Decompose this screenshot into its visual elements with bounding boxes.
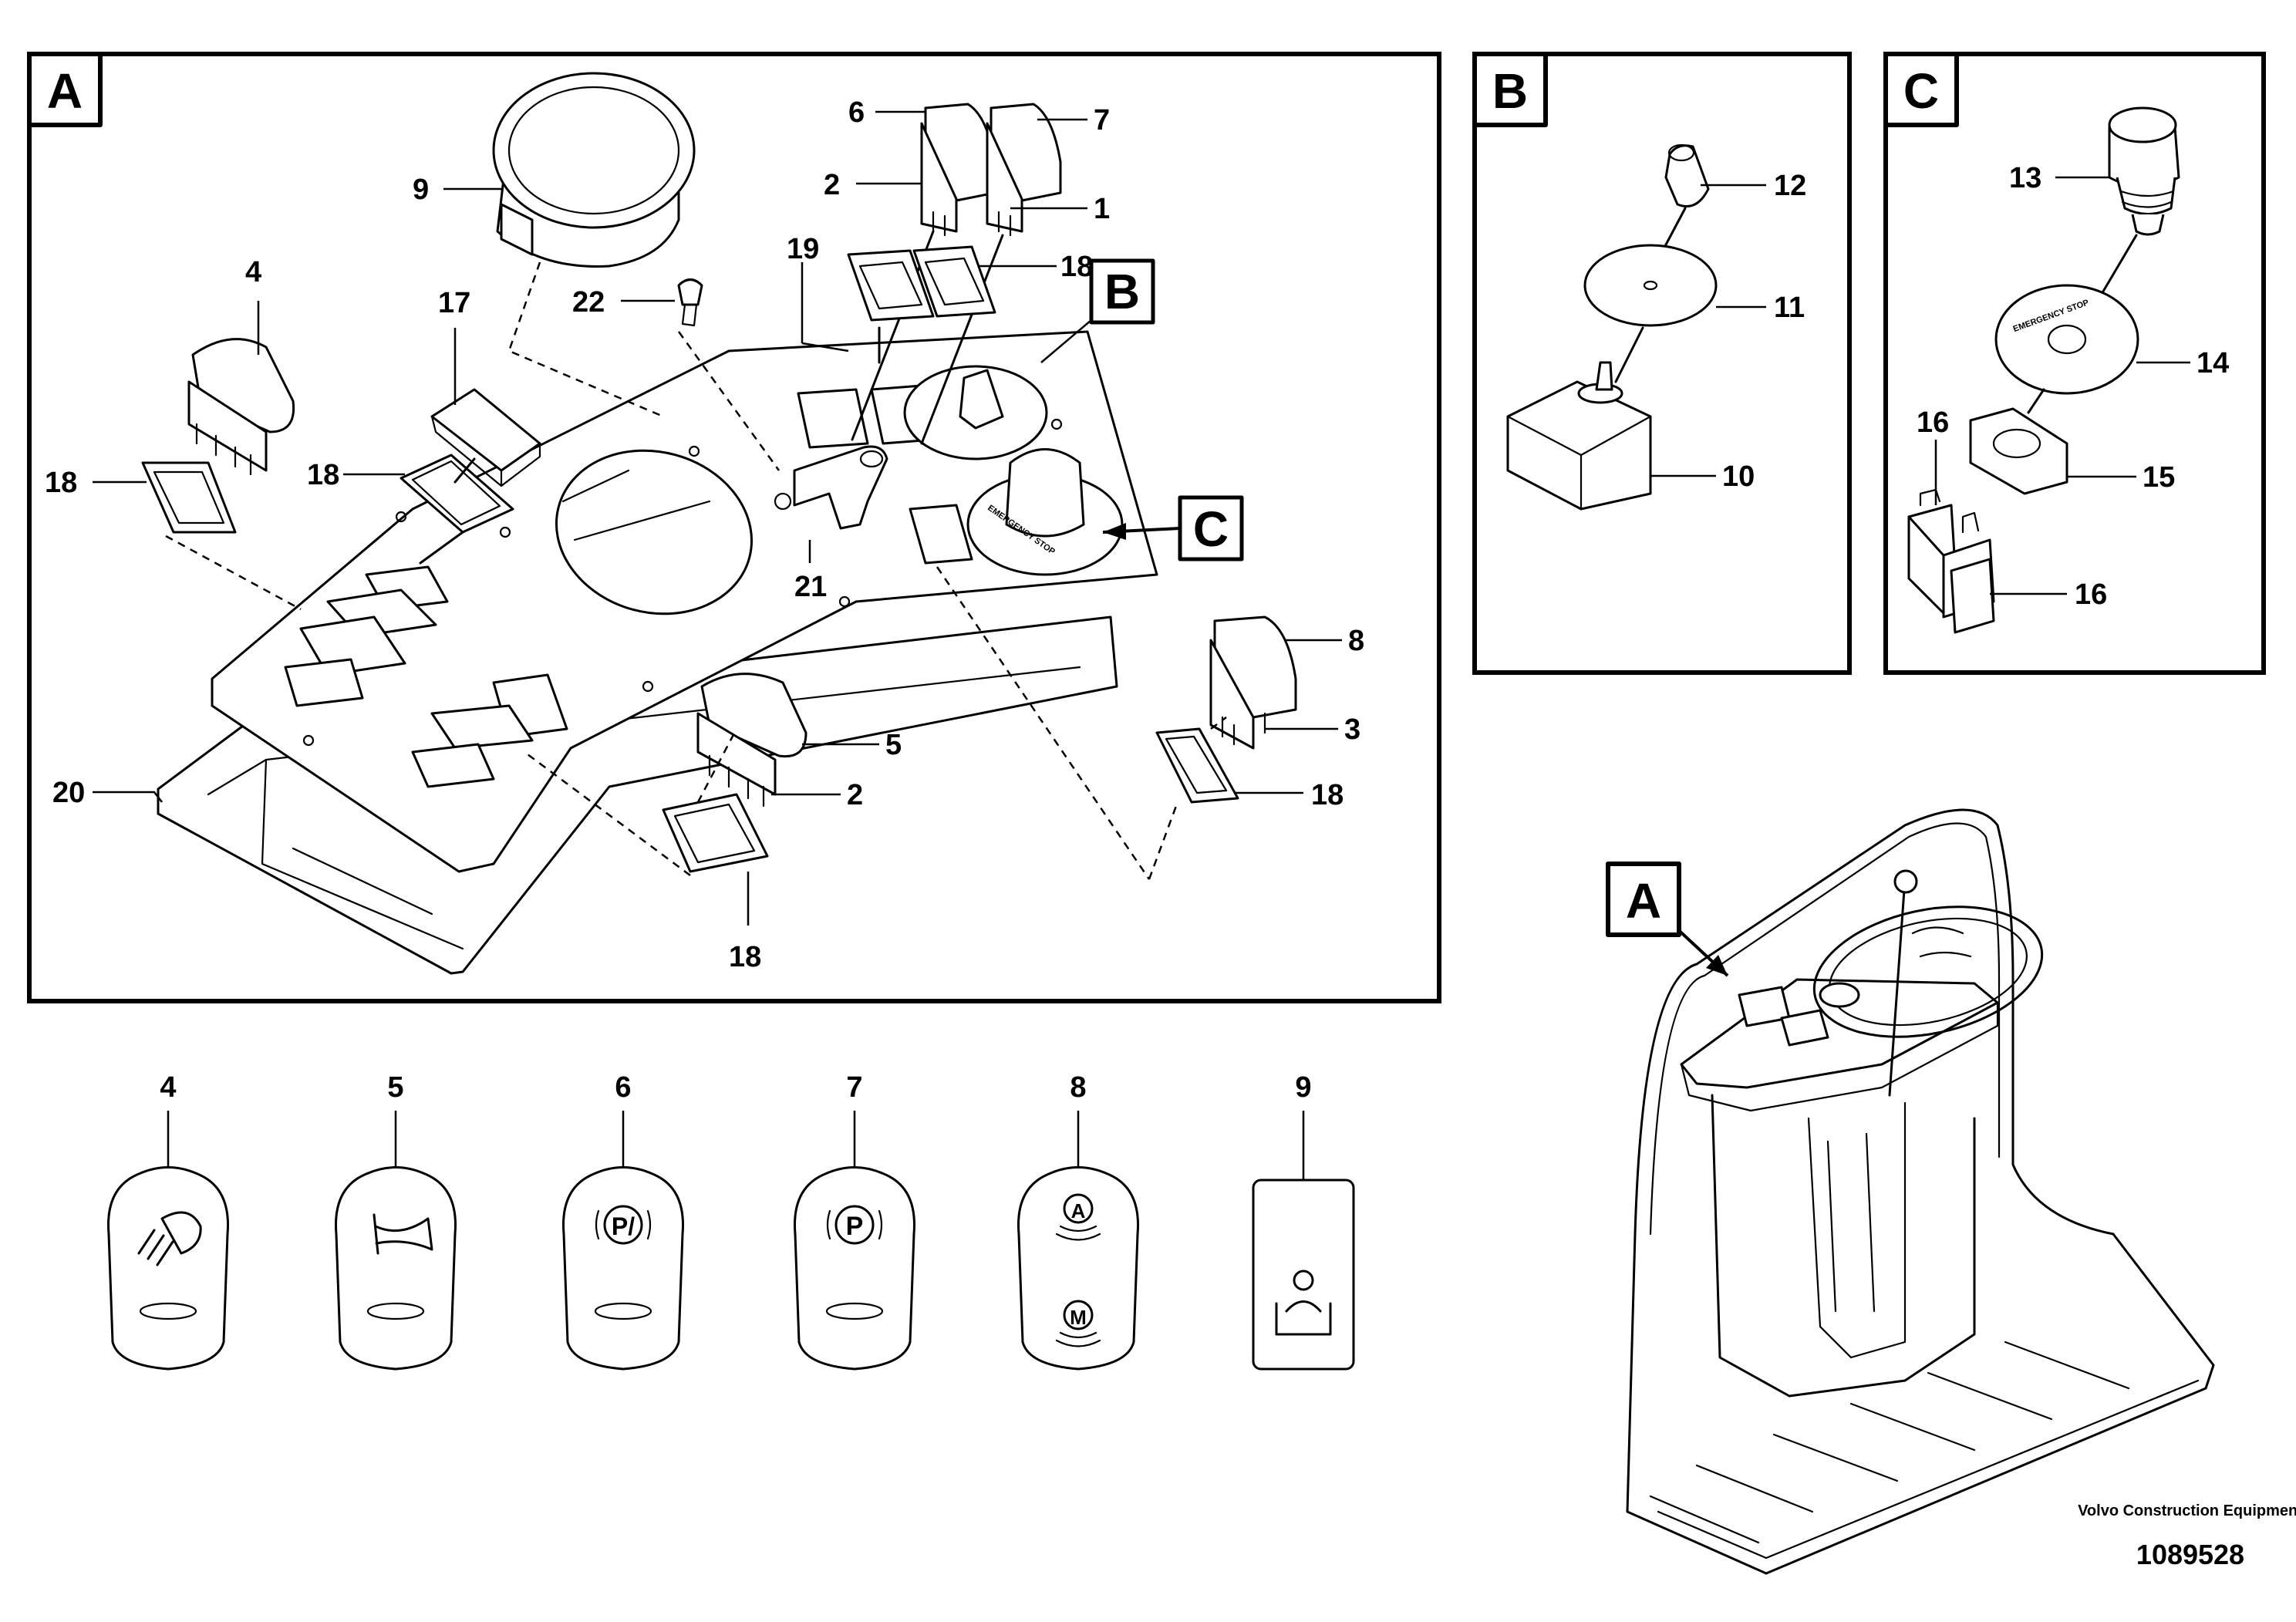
callout-1: 1: [1094, 193, 1110, 225]
view-b-frame: B: [1472, 52, 1852, 675]
symbols-row: 4 5 6 P/ 7 P: [106, 1071, 1355, 1371]
rocker-5: [334, 1166, 457, 1371]
gasket-18-top: [847, 245, 996, 322]
parking-brake-release-icon: P/: [595, 1205, 652, 1245]
overview-label-a: A: [1626, 873, 1661, 929]
callouts-view-c: 13 14 15 16 16: [1917, 162, 2229, 611]
horn-icon: [373, 1213, 433, 1255]
document-number: 1089528: [2136, 1539, 2244, 1570]
part-12-knob: [1664, 143, 1710, 207]
callout-4: 4: [245, 256, 261, 288]
callout-2-top: 2: [824, 169, 840, 201]
callout-21: 21: [794, 571, 827, 603]
callout-18-right: 18: [1311, 779, 1344, 811]
callout-7: 7: [1094, 104, 1110, 137]
part-11-plate: [1583, 244, 1718, 327]
symbol-number-9: 9: [1295, 1071, 1311, 1104]
part-21-bracket: [774, 445, 888, 530]
symbol-number-8: 8: [1070, 1071, 1086, 1104]
part-9-gauge: [492, 72, 696, 268]
callout-15: 15: [2143, 461, 2175, 494]
part-15-holder: [1969, 407, 2068, 495]
switch-5: [696, 673, 807, 808]
callout-18-left: 18: [45, 467, 77, 499]
callout-20: 20: [52, 777, 85, 809]
callout-17: 17: [438, 287, 470, 319]
gasket-18-right: [1155, 727, 1239, 804]
gasket-18-mid: [400, 454, 514, 534]
view-label-a: A: [47, 63, 83, 119]
auto-glyph: A: [1071, 1199, 1086, 1222]
company-name: Volvo Construction Equipment: [2078, 1502, 2296, 1519]
symbol-number-6: 6: [615, 1071, 631, 1104]
rocker-4: [106, 1166, 230, 1371]
brake-release-glyph: P/: [612, 1212, 635, 1240]
callout-16-lower: 16: [2075, 578, 2107, 611]
part-14-label-plate: EMERGENCY STOP: [1994, 284, 2139, 395]
switch-6-7-assembly: [920, 103, 1062, 237]
view-c-frame: C: [1883, 52, 2266, 675]
callout-8: 8: [1348, 625, 1364, 657]
rocker-8: [1017, 1166, 1140, 1371]
switch-4: [187, 338, 295, 476]
symbol-number-4: 4: [160, 1071, 176, 1104]
callout-12: 12: [1774, 170, 1806, 202]
symbol-number-7: 7: [846, 1071, 862, 1104]
callout-11: 11: [1774, 292, 1805, 324]
callout-18-mid: 18: [307, 459, 339, 491]
park-glyph: P: [846, 1212, 864, 1241]
switch-8: [1209, 615, 1297, 750]
auto-manual-icon: A M: [1055, 1193, 1101, 1347]
callout-6: 6: [848, 96, 865, 129]
callout-2-bottom: 2: [847, 779, 863, 811]
view-a-frame: A: [27, 52, 1441, 1003]
callout-5: 5: [885, 729, 902, 761]
manual-glyph: M: [1070, 1306, 1087, 1329]
part-17: [430, 388, 541, 487]
callout-3: 3: [1344, 713, 1360, 746]
callout-14: 14: [2197, 347, 2229, 379]
symbol-number-5: 5: [387, 1071, 403, 1104]
gasket-18-bottom: [662, 793, 769, 873]
callout-16-upper: 16: [1917, 406, 1949, 439]
rocker-6: [561, 1166, 685, 1371]
view-label-c: C: [1903, 63, 1939, 119]
part-16-contact-blocks: [1907, 488, 1995, 634]
rocker-7: [793, 1166, 916, 1371]
view-label-b: B: [1492, 63, 1528, 119]
callouts-view-a: 6 7 2 1 9 19 18 22 4 17 18 18 21 8 3 5 2…: [45, 96, 1364, 973]
machine-overview: A: [1606, 808, 2215, 1575]
callout-10: 10: [1722, 460, 1755, 493]
footer: Volvo Construction Equipment 1089528: [2078, 1502, 2296, 1570]
view-ref-b: B: [1104, 264, 1140, 319]
callouts-view-b: 12 11 10: [1650, 170, 1806, 493]
part-10-switch-body: [1506, 361, 1652, 511]
parking-brake-icon: P: [826, 1205, 883, 1245]
part-22-screw: [677, 278, 703, 327]
view-ref-c: C: [1193, 501, 1229, 557]
callout-9: 9: [413, 174, 429, 206]
work-light-icon: [137, 1211, 202, 1266]
callout-18-bottom: 18: [729, 941, 761, 973]
panel-19: EMERGENCY STOP: [211, 330, 1158, 873]
callout-22: 22: [572, 286, 605, 319]
callout-13: 13: [2009, 162, 2041, 194]
indicator-9: [1252, 1179, 1355, 1371]
part-13-stop-button: [2108, 106, 2180, 236]
operator-seat-icon: [1275, 1270, 1332, 1336]
callout-18-top: 18: [1060, 251, 1093, 283]
gasket-18-left: [141, 461, 237, 534]
callout-19: 19: [787, 233, 819, 265]
